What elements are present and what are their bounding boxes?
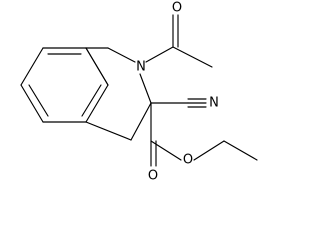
nitrogen-ring-label: N xyxy=(136,60,146,75)
bond-c3-c4 xyxy=(130,102,152,141)
bond-oxygen-ethyl xyxy=(193,140,225,161)
bond-ethyl-methyl xyxy=(223,140,258,161)
bond-ring-5 xyxy=(20,84,44,123)
benzene-ring xyxy=(20,47,109,123)
oxygen-ester-carbonyl-label: O xyxy=(148,169,158,184)
bond-ring-3-inner xyxy=(81,84,102,117)
bond-ch2-top xyxy=(85,47,109,86)
bond-c1-n xyxy=(107,47,136,63)
bond-acetyl-methyl xyxy=(172,46,213,68)
bond-ring-5-inner xyxy=(28,84,49,117)
structure-diagram: N O N O O xyxy=(20,1,258,184)
nitrile-group xyxy=(150,98,207,108)
bond-ester-oxygen xyxy=(150,140,182,161)
tetrahydro-ring xyxy=(85,47,152,141)
nitrile-nitrogen-label: N xyxy=(209,96,219,111)
bond-ring-3 xyxy=(85,84,109,123)
oxygen-acetyl-label: O xyxy=(172,1,182,16)
bond-c4-ar xyxy=(85,121,132,141)
acetyl-group xyxy=(145,14,213,68)
bond-n-acetyl xyxy=(145,46,174,63)
bond-ring-6 xyxy=(20,47,44,86)
oxygen-ester-label: O xyxy=(183,153,193,168)
bond-n-c3 xyxy=(139,73,152,104)
molecule-svg: N O N O O xyxy=(20,1,258,184)
ester-group xyxy=(150,102,258,167)
